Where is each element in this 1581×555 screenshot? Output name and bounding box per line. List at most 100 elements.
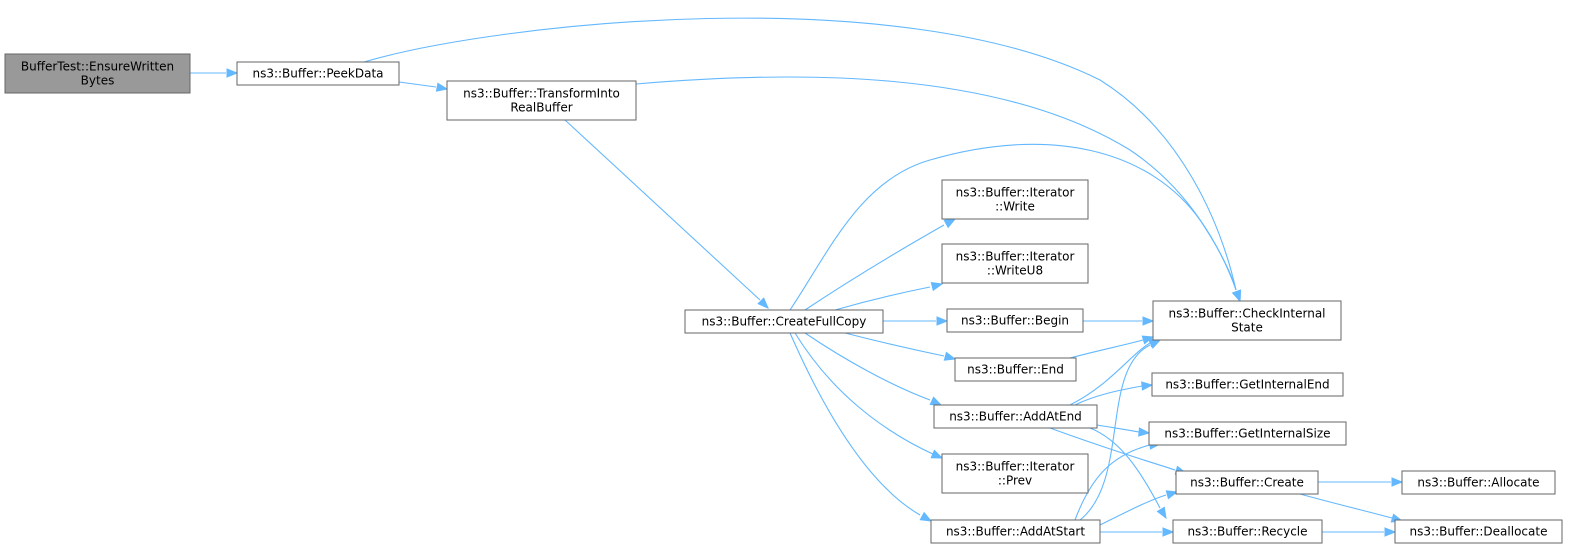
node-peekdata[interactable]: ns3::Buffer::PeekData xyxy=(236,61,400,86)
node-addatend[interactable]: ns3::Buffer::AddAtEnd xyxy=(933,404,1098,429)
edge-line xyxy=(789,332,921,516)
edge-line xyxy=(1049,427,1176,471)
node-box xyxy=(954,357,1077,382)
node-label: ::WriteU8 xyxy=(987,264,1043,278)
edge-line xyxy=(844,332,945,357)
edge-addatstart-to-create xyxy=(1099,490,1179,526)
edge-peekdata-to-transform xyxy=(398,81,449,92)
node-label: Bytes xyxy=(81,74,115,88)
node-box xyxy=(1401,470,1556,495)
node-label: ns3::Buffer::Iterator xyxy=(956,186,1075,200)
edge-createfullcopy-to-end xyxy=(844,332,957,361)
arrowhead xyxy=(1141,335,1155,345)
node-box xyxy=(684,309,884,334)
edge-createfullcopy-to-begin xyxy=(883,316,949,326)
node-label: ns3::Buffer::AddAtEnd xyxy=(949,410,1082,424)
node-deallocate[interactable]: ns3::Buffer::Deallocate xyxy=(1394,519,1563,544)
edge-addatstart-to-checkinternal xyxy=(1079,339,1162,521)
node-box xyxy=(930,519,1101,544)
arrowhead xyxy=(1231,289,1241,303)
node-recycle[interactable]: ns3::Buffer::Recycle xyxy=(1172,519,1323,544)
node-label: ns3::Buffer::End xyxy=(967,363,1064,377)
node-label: ns3::Buffer::Allocate xyxy=(1417,476,1539,490)
arrowhead xyxy=(1165,490,1179,500)
edge-create-to-deallocate xyxy=(1299,493,1404,523)
node-prev[interactable]: ns3::Buffer::Iterator::Prev xyxy=(941,453,1089,494)
node-writeu8[interactable]: ns3::Buffer::Iterator::WriteU8 xyxy=(941,243,1089,284)
node-box xyxy=(1172,519,1323,544)
node-label: ns3::Buffer::Iterator xyxy=(956,250,1075,264)
node-box xyxy=(933,404,1098,429)
arrowhead xyxy=(930,281,944,292)
arrowhead xyxy=(1138,427,1151,437)
edge-line xyxy=(1074,444,1151,521)
edge-addatend-to-getinternalsize xyxy=(1096,424,1151,437)
edge-line xyxy=(363,17,1237,291)
edge-line xyxy=(804,332,931,401)
node-getinternalsize[interactable]: ns3::Buffer::GetInternalSize xyxy=(1148,421,1347,446)
edge-line xyxy=(635,76,1237,291)
edge-addatend-to-checkinternal xyxy=(1069,338,1162,406)
node-getinternalend[interactable]: ns3::Buffer::GetInternalEnd xyxy=(1151,372,1344,397)
node-box xyxy=(1148,421,1347,446)
node-write[interactable]: ns3::Buffer::Iterator::Write xyxy=(941,179,1089,220)
node-box xyxy=(1151,372,1344,397)
edge-addatstart-to-recycle xyxy=(1100,527,1175,537)
node-addatstart[interactable]: ns3::Buffer::AddAtStart xyxy=(930,519,1101,544)
edge-line xyxy=(1074,385,1143,406)
edge-end-to-checkinternal xyxy=(1069,335,1155,359)
node-box xyxy=(1152,300,1342,341)
edge-line xyxy=(1096,424,1140,433)
node-label: ::Write xyxy=(995,200,1035,214)
node-end[interactable]: ns3::Buffer::End xyxy=(954,357,1077,382)
node-label: ns3::Buffer::Deallocate xyxy=(1410,525,1548,539)
node-allocate[interactable]: ns3::Buffer::Allocate xyxy=(1401,470,1556,495)
node-label: BufferTest::EnsureWritten xyxy=(21,60,174,74)
node-begin[interactable]: ns3::Buffer::Begin xyxy=(946,308,1084,333)
arrowhead xyxy=(930,449,944,459)
edge-transform-to-createfullcopy xyxy=(564,119,769,309)
edge-line xyxy=(564,119,761,301)
edge-transform-to-checkinternal xyxy=(635,76,1241,303)
node-box xyxy=(1175,470,1319,495)
arrowhead xyxy=(1391,477,1404,487)
arrowhead xyxy=(1162,527,1175,537)
node-label: ::Prev xyxy=(998,474,1032,488)
node-label: ns3::Buffer::Iterator xyxy=(956,460,1075,474)
node-createfullcopy[interactable]: ns3::Buffer::CreateFullCopy xyxy=(684,309,884,334)
edge-createfullcopy-to-checkinternal xyxy=(789,143,1241,311)
node-label: ns3::Buffer::GetInternalEnd xyxy=(1165,378,1329,392)
node-create[interactable]: ns3::Buffer::Create xyxy=(1175,470,1319,495)
arrowhead xyxy=(1156,506,1167,520)
node-box xyxy=(946,308,1084,333)
edge-createfullcopy-to-writeu8 xyxy=(834,281,944,311)
edges-layer xyxy=(190,17,1404,537)
edge-begin-to-checkinternal xyxy=(1083,316,1155,326)
edge-addatend-to-getinternalend xyxy=(1074,381,1154,406)
edge-line xyxy=(1099,494,1167,526)
node-label: ns3::Buffer::Begin xyxy=(961,314,1069,328)
node-box xyxy=(941,453,1089,494)
edge-line xyxy=(1069,339,1144,359)
arrowhead xyxy=(1148,339,1162,349)
node-box xyxy=(941,243,1089,284)
edge-createfullcopy-to-addatstart xyxy=(789,332,933,522)
arrowhead xyxy=(943,351,957,361)
node-label: State xyxy=(1231,321,1263,335)
node-label: RealBuffer xyxy=(510,101,572,115)
arrowhead xyxy=(226,68,239,78)
node-label: ns3::Buffer::Recycle xyxy=(1187,525,1307,539)
arrowhead xyxy=(1141,381,1154,391)
node-box xyxy=(1394,519,1563,544)
edge-addatend-to-recycle xyxy=(1089,427,1167,520)
edge-ensure-to-peekdata xyxy=(190,68,239,78)
node-label: ns3::Buffer::CreateFullCopy xyxy=(702,315,867,329)
edge-line xyxy=(834,286,931,311)
arrowhead xyxy=(936,316,949,326)
edge-line xyxy=(1079,344,1151,521)
edge-line xyxy=(398,81,437,88)
